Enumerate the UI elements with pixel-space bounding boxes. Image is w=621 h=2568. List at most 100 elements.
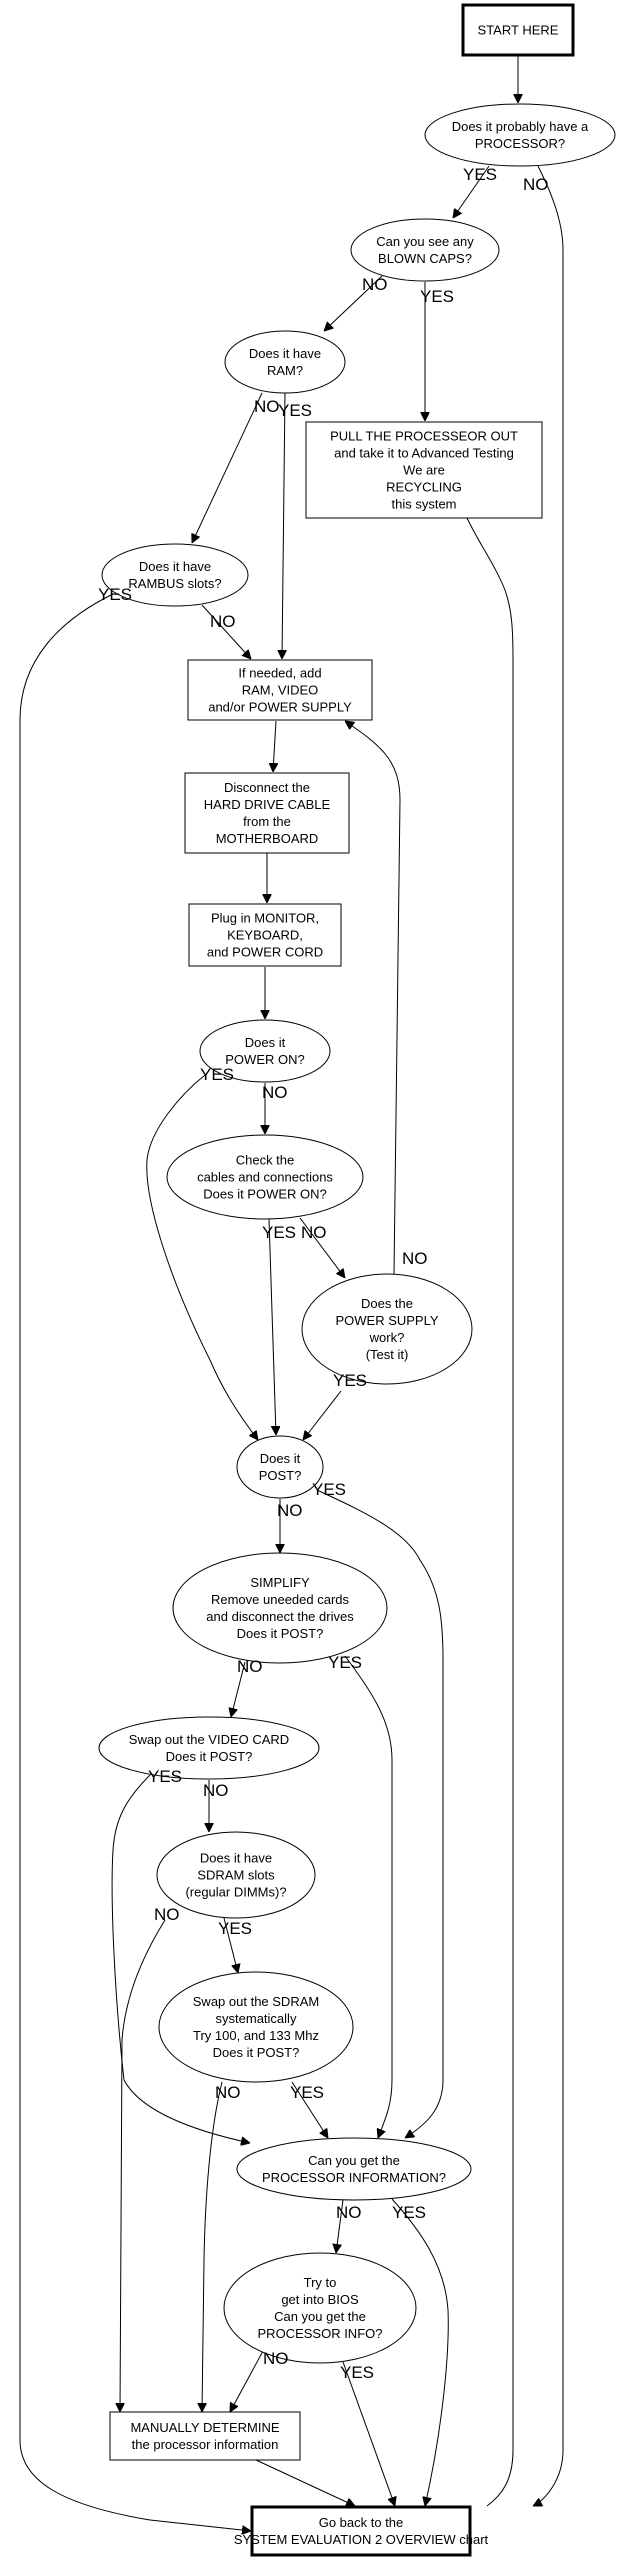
edge-swap-sdram-to-proc-info [291, 2081, 328, 2138]
edge-label-yes: YES [328, 1653, 362, 1672]
node-text-line: KEYBOARD, [227, 928, 303, 943]
edge-has-ram-to-rambus [192, 392, 263, 543]
edge-label-no: NO [402, 1249, 428, 1268]
process-node-pull-processor: PULL THE PROCESSEOR OUT and take it to Ad… [305, 421, 543, 519]
edge-label-no: NO [301, 1223, 327, 1242]
node-text-line: Try to [304, 2275, 337, 2290]
node-text-line: Does it POWER ON? [203, 1187, 327, 1202]
node-text-line: Swap out the SDRAM [193, 1994, 319, 2009]
node-text-line: systematically [216, 2011, 297, 2026]
edge-add-parts-to-disconnect-hd [273, 720, 276, 772]
edge-sdram-slots-to-manual [120, 1919, 166, 2412]
edge-psu-works-to-add-parts [345, 721, 401, 1275]
terminal-box [250, 2505, 472, 2557]
process-node-start: START HERE [461, 3, 575, 57]
decision-node-power-on: Does it POWER ON? [199, 1019, 331, 1083]
edge-label-no: NO [154, 1905, 180, 1924]
process-box [305, 421, 543, 519]
edge-label-yes: YES [392, 2203, 426, 2222]
node-text-line: Does it have [139, 559, 211, 574]
decision-ellipse [158, 1971, 354, 2083]
node-text-line: SDRAM slots [197, 1868, 275, 1883]
edge-post-to-proc-info [316, 1489, 444, 2138]
edge-pull-processor-to-go-back [466, 517, 514, 2507]
edge-label-no: NO [277, 1501, 303, 1520]
node-text-line: POWER ON? [225, 1052, 304, 1067]
process-box [184, 772, 350, 854]
node-text-line: this system [391, 497, 456, 512]
node-text-line: Does it POST? [213, 2045, 300, 2060]
decision-ellipse [350, 218, 500, 282]
decision-ellipse [199, 1019, 331, 1083]
decision-ellipse [223, 2252, 417, 2364]
node-text-line: and disconnect the drives [206, 1609, 354, 1624]
decision-ellipse [156, 1831, 316, 1919]
edge-check-cables-to-psu-works [299, 1217, 345, 1278]
node-text-line: PROCESSOR? [475, 136, 565, 151]
edges-layer [19, 55, 564, 2531]
node-text-line: Does it POST? [237, 1626, 324, 1641]
edge-sdram-slots-to-swap-sdram [223, 1917, 238, 1973]
edge-label-no: NO [523, 175, 549, 194]
node-text-line: RAM, VIDEO [242, 683, 319, 698]
edge-label-no: NO [237, 1657, 263, 1676]
edge-proc-info-to-bios [336, 2199, 344, 2253]
edge-has-processor-to-blown-caps [453, 165, 490, 218]
node-text-line: MOTHERBOARD [216, 831, 319, 846]
node-text-line: Try 100, and 133 Mhz [193, 2028, 319, 2043]
decision-ellipse [224, 330, 346, 394]
node-text-line: Can you see any [376, 234, 474, 249]
decision-ellipse [166, 1134, 364, 1220]
edge-check-cables-to-post [268, 1218, 276, 1435]
edge-has-processor-to-go-back [533, 165, 564, 2506]
node-text-line: POST? [259, 1468, 302, 1483]
edge-rambus-to-go-back [19, 593, 251, 2531]
node-text-line: and/or POWER SUPPLY [208, 700, 352, 715]
decision-ellipse [301, 1273, 473, 1385]
node-text-line: Does it [260, 1451, 301, 1466]
node-text-line: and take it to Advanced Testing [334, 446, 514, 461]
edge-label-yes: YES [312, 1480, 346, 1499]
process-node-plug-in: Plug in MONITOR,KEYBOARD,and POWER CORD [188, 903, 342, 967]
edge-labels-layer: YES NO NO YES NO YES YES NO YES NO YES NO NO YES NO YES… [98, 165, 549, 2382]
node-text-line: PULL THE PROCESSEOR OUT [330, 429, 518, 444]
node-text-line: Does it have [200, 1851, 272, 1866]
node-text-line: We are [403, 463, 445, 478]
node-text-line: Remove uneeded cards [211, 1592, 350, 1607]
edge-label-no: NO [203, 1781, 229, 1800]
node-text-line: (Test it) [366, 1347, 409, 1362]
node-text-line: START HERE [478, 23, 559, 38]
decision-ellipse [424, 103, 616, 167]
node-text-line: PROCESSOR INFO? [258, 2326, 383, 2341]
edge-swap-sdram-to-manual [202, 2081, 223, 2412]
node-text-line: Does it have [249, 346, 321, 361]
edge-label-yes: YES [148, 1767, 182, 1786]
node-text-line: Does it [245, 1035, 286, 1050]
edge-label-yes: YES [98, 585, 132, 604]
process-box [188, 903, 342, 967]
decision-ellipse [236, 1435, 324, 1499]
decision-node-post: Does it POST? [236, 1435, 324, 1499]
node-text-line: BLOWN CAPS? [378, 251, 472, 266]
edge-simplify-to-swap-video [231, 1661, 246, 1717]
node-text-line: cables and connections [197, 1170, 333, 1185]
edge-label-no: NO [263, 2349, 289, 2368]
edge-power-on-to-post [146, 1074, 258, 1440]
edge-psu-works-to-post [303, 1390, 342, 1440]
edge-label-yes: YES [420, 287, 454, 306]
node-text-line: Plug in MONITOR, [211, 911, 319, 926]
edge-label-yes: YES [200, 1065, 234, 1084]
edge-label-yes: YES [278, 401, 312, 420]
node-text-line: Can you get the [308, 2153, 400, 2168]
node-text-line: get into BIOS [281, 2292, 359, 2307]
